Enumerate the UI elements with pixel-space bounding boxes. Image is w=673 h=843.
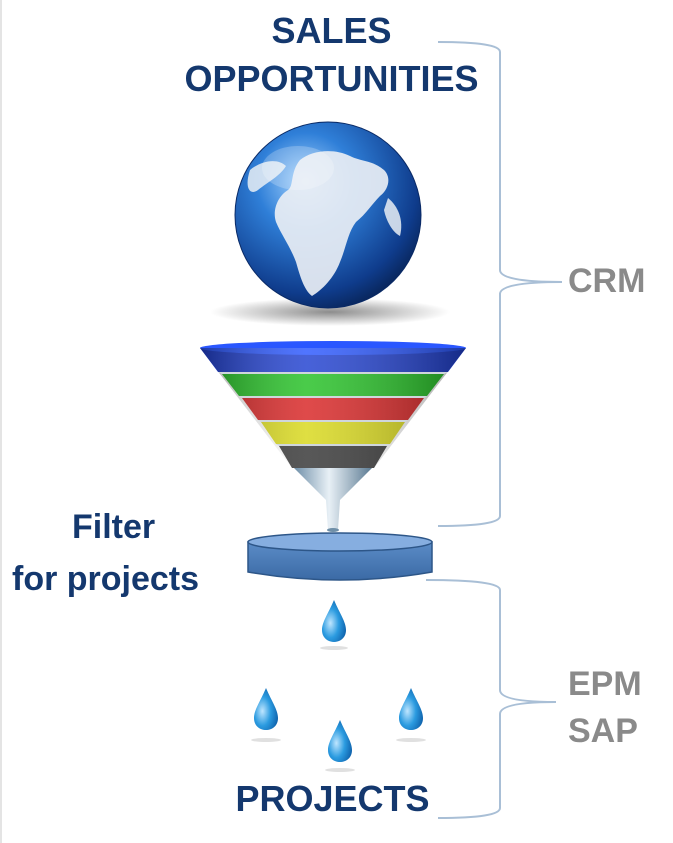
- crm-bracket: [437, 41, 563, 527]
- filter-disc-icon: [247, 532, 433, 581]
- epm-label: EPM: [568, 665, 642, 703]
- globe-icon: [210, 121, 450, 326]
- title-line-1: SALES: [271, 10, 392, 51]
- filter-label-line-1: Filter: [72, 508, 156, 546]
- funnel-icon: [200, 341, 466, 532]
- filter-label-line-2: for projects: [12, 560, 200, 598]
- water-drop-icon: [320, 600, 348, 650]
- title-line-2: OPPORTUNITIES: [184, 58, 479, 99]
- epm-sap-bracket: [425, 579, 557, 819]
- water-drop-icon: [251, 688, 281, 742]
- water-drop-icon: [325, 720, 355, 772]
- projects-label: PROJECTS: [235, 778, 430, 819]
- crm-label: CRM: [568, 262, 646, 300]
- water-drop-icon: [396, 688, 426, 742]
- sap-label: SAP: [568, 712, 638, 750]
